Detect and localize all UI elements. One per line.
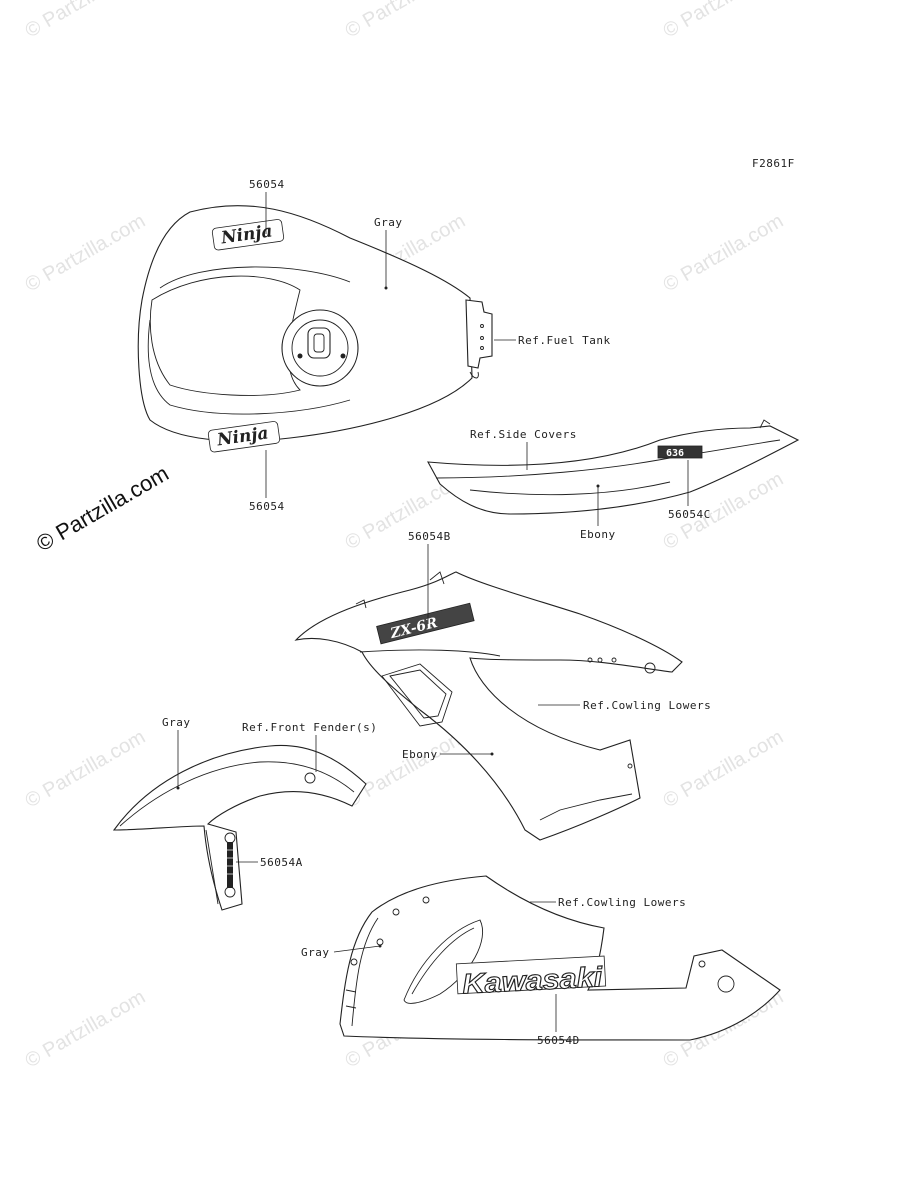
- label-ref-side-covers: Ref.Side Covers: [470, 428, 577, 441]
- watermark: © Partzilla.com: [22, 986, 150, 1072]
- watermark: © Partzilla.com: [22, 726, 150, 812]
- watermark: © Partzilla.com: [660, 0, 788, 42]
- label-tank-decal-bottom: 56054: [249, 500, 285, 513]
- label-gray-fender: Gray: [162, 716, 191, 729]
- label-gray-lower: Gray: [301, 946, 330, 959]
- watermark: © Partzilla.com: [342, 0, 470, 42]
- label-side-cover-decal: 56054C: [668, 508, 711, 521]
- upper-cowling: ZX-6R: [294, 571, 683, 841]
- figure-code: F2861F: [752, 157, 795, 170]
- label-tank-decal-top: 56054: [249, 178, 285, 191]
- watermark-large: © Partzilla.com: [32, 461, 173, 557]
- label-ebony-side: Ebony: [580, 528, 616, 541]
- watermark: © Partzilla.com: [342, 726, 470, 812]
- lower-cowling: Kawasaki: [339, 875, 781, 1041]
- label-cowling-decal: 56054B: [408, 530, 451, 543]
- label-gray-tank: Gray: [374, 216, 403, 229]
- label-ebony-cowling: Ebony: [402, 748, 438, 761]
- label-lower-decal: 56054D: [537, 1034, 580, 1047]
- watermark: © Partzilla.com: [660, 210, 788, 296]
- front-fender: [112, 744, 367, 911]
- label-ref-cowling-lowers-lower: Ref.Cowling Lowers: [558, 896, 686, 909]
- label-ref-front-fender: Ref.Front Fender(s): [242, 721, 377, 734]
- watermark: © Partzilla.com: [660, 726, 788, 812]
- side-cover-decal: 636: [657, 445, 703, 459]
- watermark: © Partzilla.com: [22, 0, 150, 42]
- side-cover: 636: [427, 419, 800, 515]
- label-ref-cowling-lowers-upper: Ref.Cowling Lowers: [583, 699, 711, 712]
- lower-logo: Kawasaki: [462, 961, 605, 999]
- lower-decal: Kawasaki: [455, 955, 607, 1000]
- watermark: © Partzilla.com: [22, 210, 150, 296]
- label-ref-fuel-tank: Ref.Fuel Tank: [518, 334, 611, 347]
- label-fender-decal: 56054A: [260, 856, 303, 869]
- side-cover-logo: 636: [666, 448, 684, 459]
- fuel-tank: Ninja Ninja: [137, 205, 493, 453]
- fender-decal: [226, 842, 234, 888]
